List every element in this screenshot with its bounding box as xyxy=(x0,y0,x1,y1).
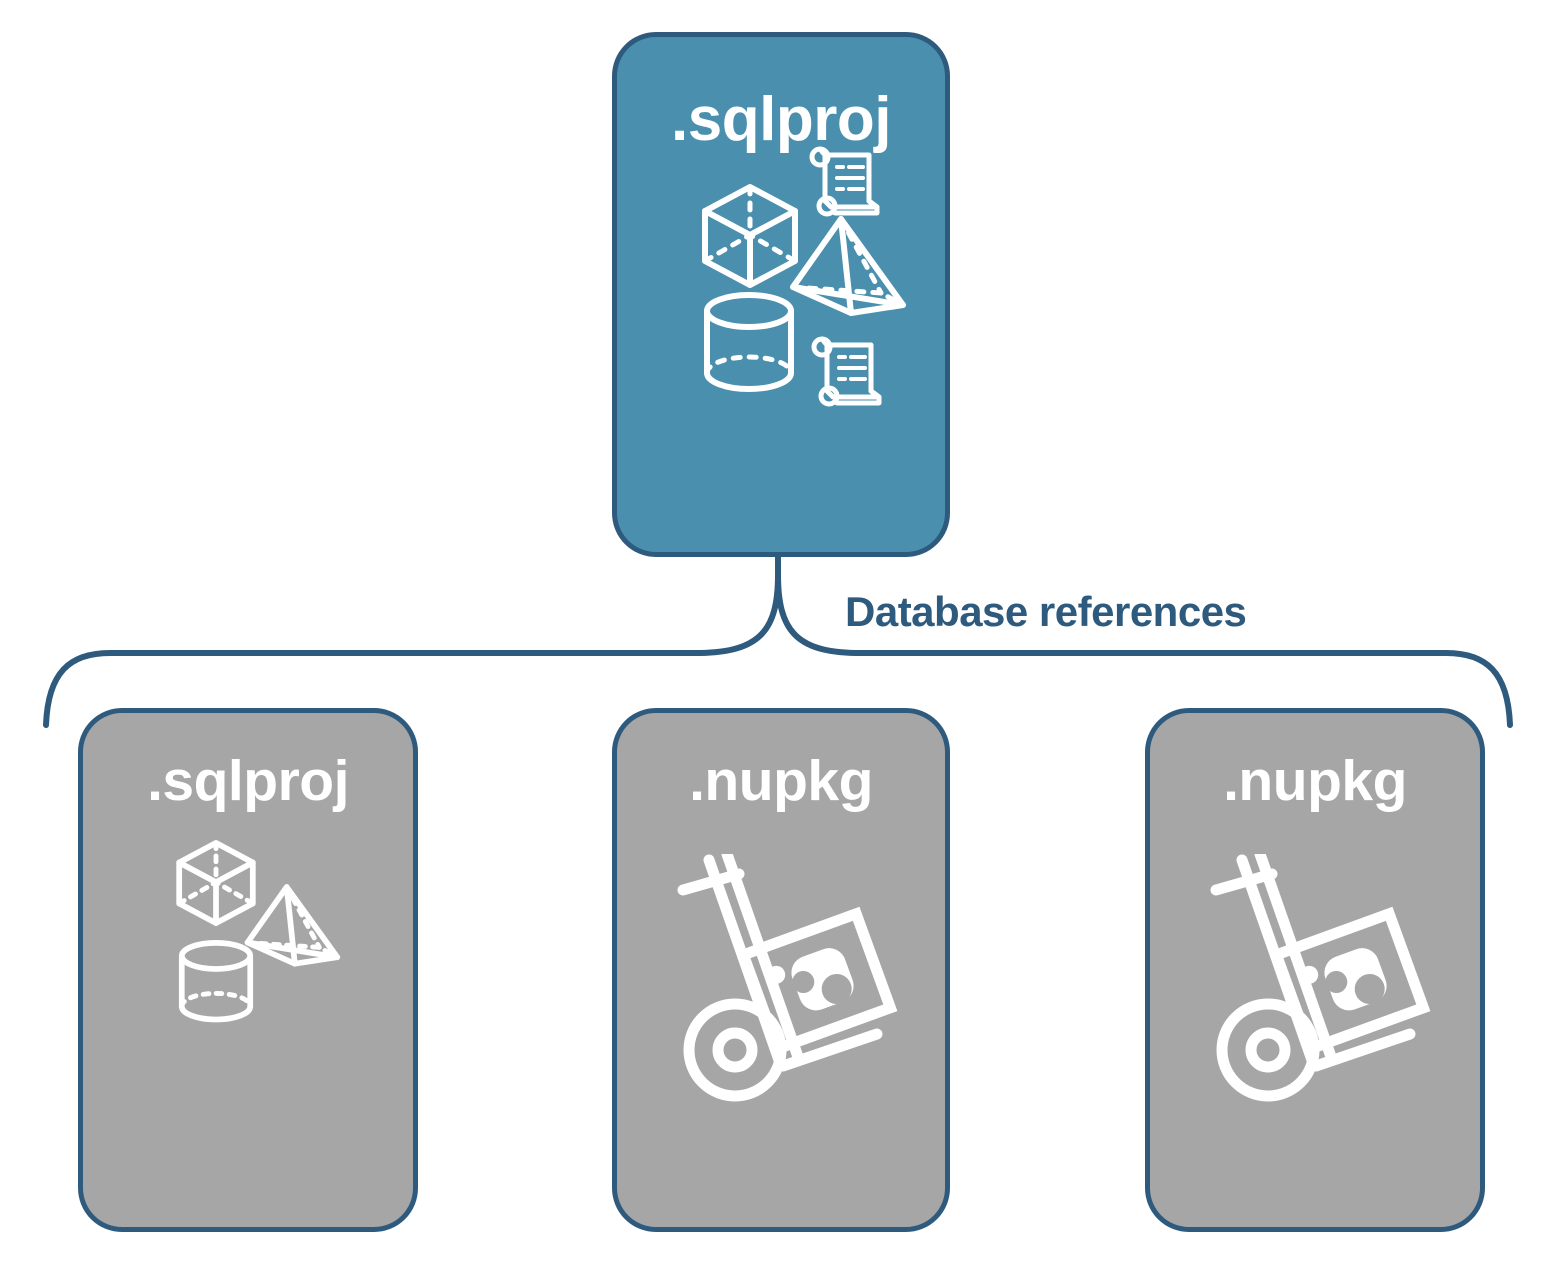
reference-card-icon-group xyxy=(83,810,413,1227)
reference-card-sqlproj[interactable]: .sqlproj xyxy=(78,708,418,1232)
reference-card-nupkg-1[interactable]: .nupkg xyxy=(612,708,950,1232)
reference-card-icon-group xyxy=(617,810,945,1227)
pyramid-icon xyxy=(244,884,341,967)
reference-card-nupkg-2[interactable]: .nupkg xyxy=(1145,708,1485,1232)
cube-icon xyxy=(176,840,256,926)
cylinder-icon xyxy=(704,292,794,392)
reference-card-label: .sqlproj xyxy=(147,749,349,813)
reference-card-icon-group xyxy=(1150,810,1480,1227)
cylinder-icon xyxy=(178,940,254,1023)
scroll-icon xyxy=(809,146,880,217)
cube-icon xyxy=(702,184,798,288)
root-card-icon-group xyxy=(617,146,945,552)
hand-truck-package-icon xyxy=(677,854,898,1102)
reference-card-label: .nupkg xyxy=(689,749,873,813)
hand-truck-package-icon xyxy=(1210,854,1431,1102)
root-card-sqlproj[interactable]: .sqlproj xyxy=(612,32,950,557)
reference-card-label: .nupkg xyxy=(1223,749,1407,813)
brace-label-database-references: Database references xyxy=(845,588,1247,635)
scroll-icon xyxy=(811,336,882,407)
root-card-label: .sqlproj xyxy=(671,85,891,154)
pyramid-icon xyxy=(790,216,906,316)
